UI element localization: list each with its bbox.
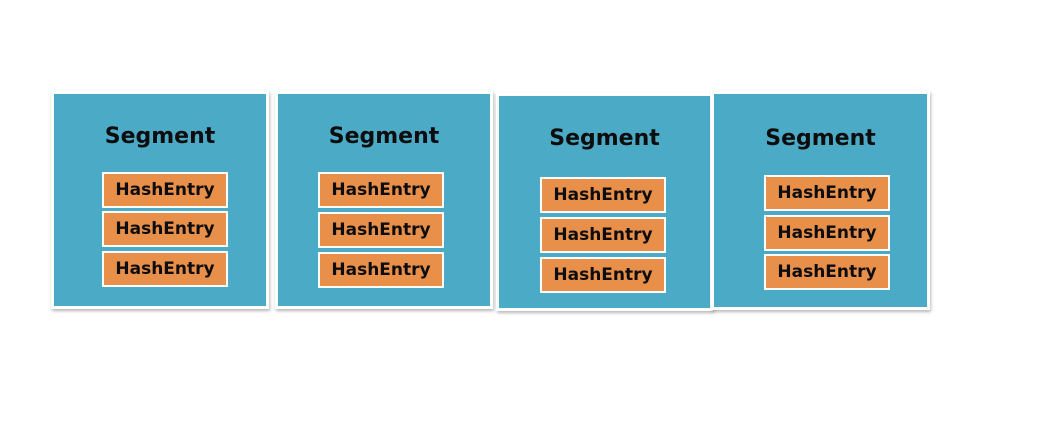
segment-box: Segment HashEntry HashEntry HashEntry [711,91,930,310]
hash-entry: HashEntry [102,211,228,247]
hash-entry: HashEntry [102,172,228,208]
hash-entry: HashEntry [318,252,444,288]
hash-entry: HashEntry [764,254,890,290]
segment-box: Segment HashEntry HashEntry HashEntry [275,91,493,309]
segment-box: Segment HashEntry HashEntry HashEntry [496,93,713,311]
hash-entry: HashEntry [102,251,228,287]
segment-box: Segment HashEntry HashEntry HashEntry [51,91,269,309]
segment-title: Segment [104,124,216,149]
segment-title: Segment [765,126,876,151]
hash-entry: HashEntry [540,177,666,213]
hash-entry: HashEntry [318,212,444,248]
hash-entry: HashEntry [540,217,666,253]
hash-entry: HashEntry [764,215,890,251]
hash-entry: HashEntry [318,172,444,208]
segment-title: Segment [549,126,660,151]
hash-entry: HashEntry [764,175,890,211]
hash-entry: HashEntry [540,257,666,293]
segment-title: Segment [328,124,440,149]
